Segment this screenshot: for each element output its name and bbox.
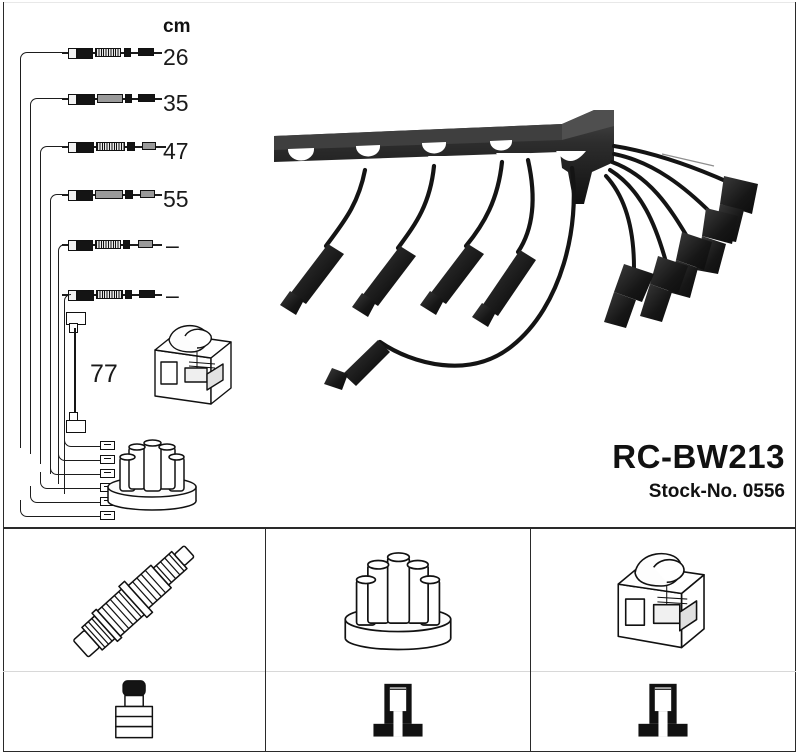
cable-terminal bbox=[142, 142, 156, 150]
cable-row bbox=[62, 46, 162, 60]
cable-sleeve bbox=[95, 190, 123, 199]
cable-boot bbox=[77, 94, 95, 105]
cable-route-corner bbox=[20, 500, 103, 517]
cable-ferrule bbox=[124, 48, 131, 57]
cable-route-corner bbox=[64, 430, 103, 447]
frame-top-border bbox=[3, 2, 796, 3]
legend-cell-distributor-cap bbox=[266, 529, 530, 671]
cable-row bbox=[62, 140, 166, 154]
cable-length-value: – bbox=[166, 282, 179, 308]
legend-divider-2 bbox=[530, 528, 531, 752]
frame-left-border bbox=[3, 2, 4, 752]
legend-cell-ignition-coil bbox=[531, 529, 795, 671]
cable-ferrule bbox=[125, 94, 132, 103]
cable-route-vertical bbox=[20, 70, 21, 448]
t-terminal-icon bbox=[266, 672, 530, 751]
legend-cell-t-terminal-1 bbox=[266, 672, 530, 751]
t-terminal-icon bbox=[531, 672, 795, 751]
spark-plug-boot bbox=[280, 244, 536, 390]
legend-cell-straight-boot bbox=[4, 672, 265, 751]
legend-divider-1 bbox=[265, 528, 266, 752]
cable-terminal bbox=[138, 240, 153, 248]
cable-length-value: 35 bbox=[163, 90, 189, 116]
cable-boot bbox=[77, 240, 93, 251]
coil-lead-length-value: 77 bbox=[90, 360, 118, 388]
straight-boot-icon bbox=[4, 672, 265, 751]
legend-mid-divider bbox=[3, 671, 796, 672]
cable-terminal bbox=[138, 48, 154, 56]
cable-end-boot bbox=[100, 469, 115, 478]
cable-route-corner bbox=[20, 52, 65, 73]
ignition-cable-rail-photo bbox=[262, 96, 792, 426]
coil-lead-wire bbox=[74, 328, 77, 420]
stock-number-value: Stock-No. 0556 bbox=[648, 481, 785, 502]
cable-route-vertical bbox=[58, 262, 59, 484]
cable-terminal bbox=[139, 290, 155, 298]
cable-route-corner bbox=[30, 486, 103, 503]
cable-boot bbox=[77, 190, 93, 201]
cable-route-vertical bbox=[40, 164, 41, 464]
cable-route-corner bbox=[40, 472, 103, 489]
cable-ferrule bbox=[68, 48, 77, 59]
ignition-coil-icon bbox=[531, 529, 795, 671]
cable-length-value: 47 bbox=[163, 138, 189, 164]
cable-ferrule bbox=[125, 190, 133, 199]
cable-boot bbox=[77, 290, 94, 301]
cable-row bbox=[62, 238, 162, 252]
ignition-coil-icon bbox=[145, 318, 237, 408]
cable-route-corner bbox=[50, 458, 103, 475]
frame-right-border bbox=[795, 2, 796, 752]
cable-ferrule bbox=[123, 240, 130, 249]
coil-lead-stem-top bbox=[69, 323, 78, 333]
cable-row bbox=[62, 288, 162, 302]
coil-lead-boot-bottom bbox=[66, 420, 86, 433]
legend-cell-t-terminal-2 bbox=[531, 672, 795, 751]
spark-plug-boot bbox=[604, 176, 758, 328]
cable-row bbox=[62, 92, 162, 106]
cable-route-corner bbox=[30, 98, 65, 119]
legend-top-divider bbox=[3, 527, 796, 529]
cable-sleeve bbox=[97, 94, 123, 103]
coil-lead-77: 77 bbox=[58, 312, 118, 437]
cable-sleeve bbox=[96, 290, 123, 299]
cable-sleeve bbox=[95, 240, 121, 249]
cable-route-corner bbox=[58, 244, 67, 265]
cable-route-corner bbox=[40, 146, 65, 167]
cable-route-vertical bbox=[30, 116, 31, 454]
cable-length-value: – bbox=[166, 232, 179, 258]
cable-row bbox=[62, 188, 162, 202]
cable-terminal bbox=[140, 190, 155, 198]
cable-ferrule bbox=[68, 94, 77, 105]
cable-route-corner bbox=[50, 194, 65, 215]
spark-plug-icon bbox=[4, 529, 265, 671]
cable-length-value: 55 bbox=[163, 186, 189, 212]
cable-boot bbox=[77, 142, 94, 153]
cable-route-corner bbox=[58, 444, 103, 461]
cable-ferrule bbox=[127, 142, 135, 151]
legend-cell-spark-plug bbox=[4, 529, 265, 671]
cable-end-boot bbox=[100, 455, 115, 464]
distributor-cap-icon bbox=[266, 529, 530, 671]
cable-ferrule bbox=[68, 142, 77, 153]
cable-guide-rail bbox=[274, 110, 614, 204]
cable-boot bbox=[77, 48, 93, 59]
length-unit-label: cm bbox=[163, 16, 191, 37]
part-number-value: RC-BW213 bbox=[612, 438, 785, 475]
frame-bottom-border bbox=[3, 751, 796, 752]
cable-terminal bbox=[138, 94, 155, 102]
distributor-cap-icon bbox=[98, 435, 206, 515]
part-number-block: RC-BW213 Stock-No. 0556 bbox=[430, 440, 785, 501]
cable-route-vertical bbox=[50, 212, 51, 474]
cable-sleeve bbox=[96, 142, 125, 151]
cable-route-corner bbox=[64, 294, 71, 315]
cable-ferrule bbox=[125, 290, 132, 299]
cable-ferrule bbox=[68, 190, 77, 201]
cable-ferrule bbox=[68, 240, 77, 251]
cable-length-table: cm 26 35 47 bbox=[0, 0, 215, 494]
cable-length-value: 26 bbox=[163, 44, 189, 70]
cable-sleeve bbox=[95, 48, 121, 57]
cable-end-boot bbox=[100, 441, 115, 450]
cable-end-boot bbox=[100, 511, 115, 520]
cable-route-vertical bbox=[64, 312, 65, 494]
